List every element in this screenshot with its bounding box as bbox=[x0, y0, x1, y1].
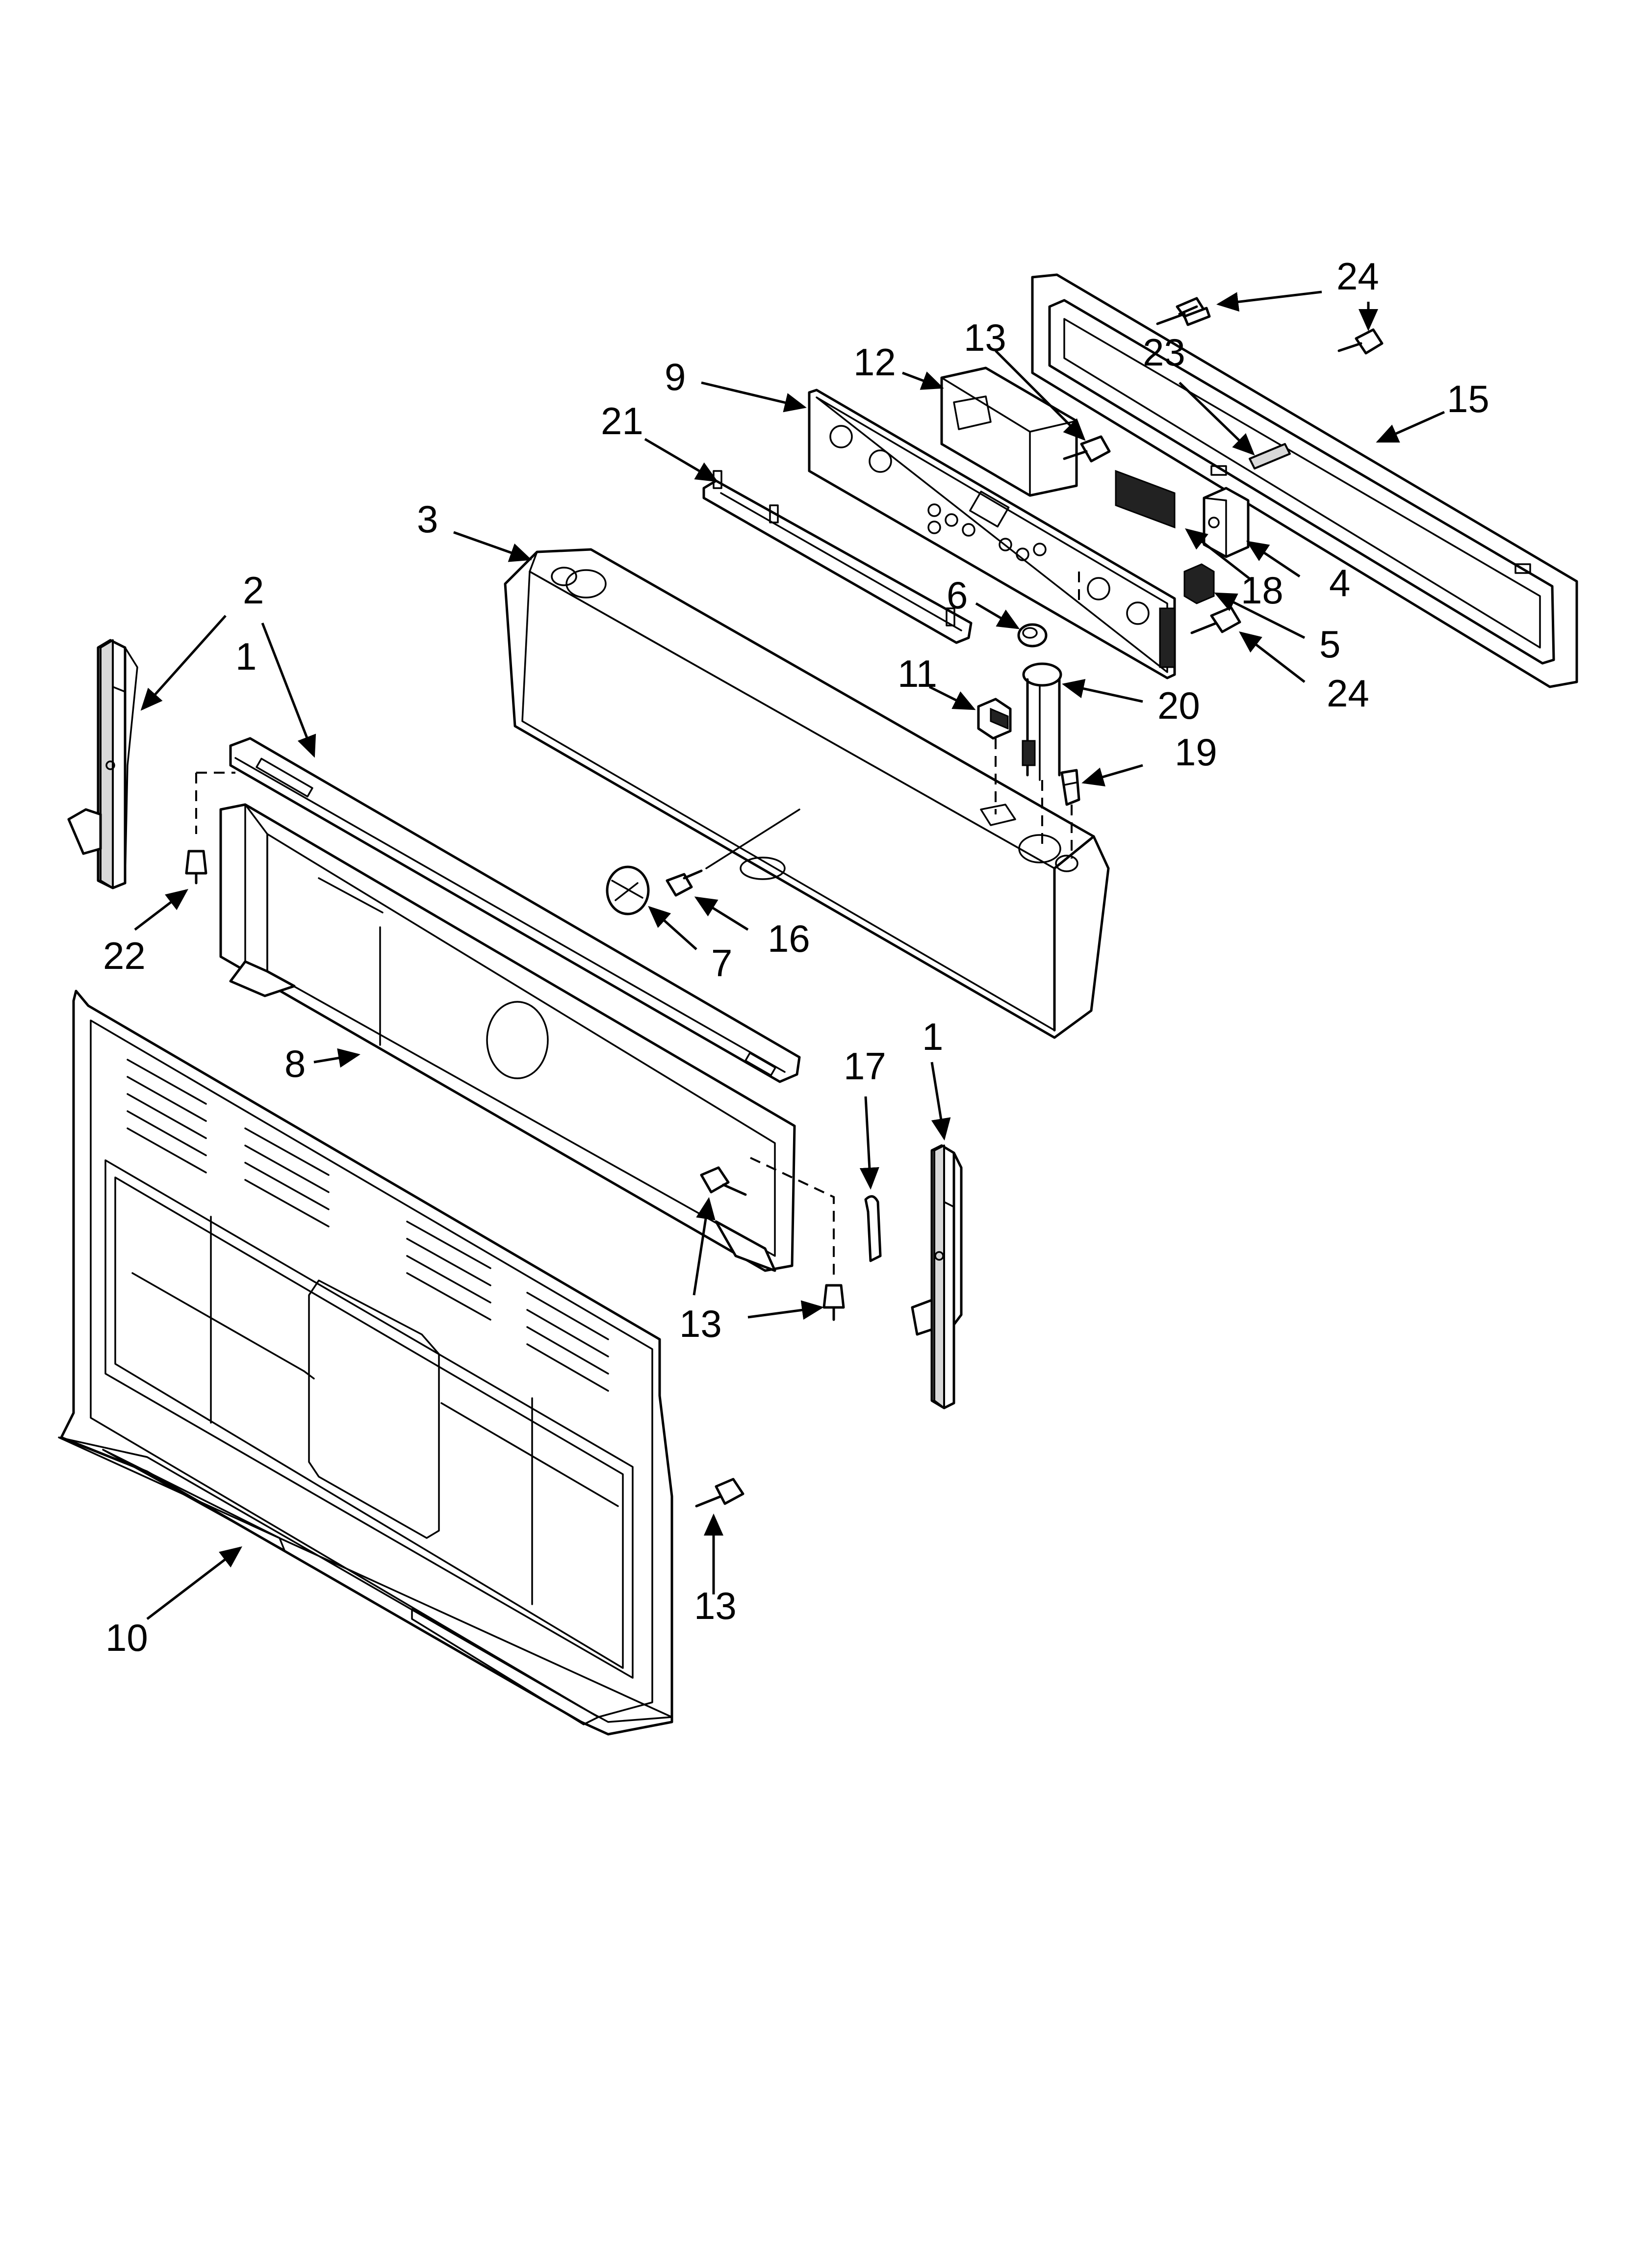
callout-13-mid-a: 13 bbox=[679, 1302, 722, 1345]
leader-13-mid bbox=[750, 1157, 835, 1276]
callout-labels: 24 15 23 13 12 9 21 3 4 18 6 5 24 11 20 … bbox=[103, 255, 1489, 1659]
part-1-side-bracket-right bbox=[911, 1144, 963, 1409]
part-24-screw-top-a bbox=[1156, 297, 1211, 326]
callout-1-right: 1 bbox=[922, 1015, 943, 1058]
callout-arrows bbox=[134, 290, 1445, 1620]
part-4-switch bbox=[1203, 487, 1250, 558]
part-2-support-rail bbox=[229, 737, 801, 1083]
callout-19: 19 bbox=[1175, 730, 1217, 774]
callout-17: 17 bbox=[844, 1044, 886, 1088]
part-11-switch bbox=[977, 698, 1012, 740]
callout-6: 6 bbox=[947, 574, 968, 617]
part-5-relay bbox=[1183, 563, 1215, 604]
part-10-rear-panel bbox=[58, 990, 673, 1736]
callout-12: 12 bbox=[853, 340, 896, 384]
callout-13-bottom: 13 bbox=[694, 1584, 737, 1627]
part-16-screw bbox=[666, 808, 800, 897]
part-13-screw-mid-b bbox=[822, 1284, 845, 1321]
part-8-support-panel bbox=[219, 803, 796, 1272]
callout-2: 2 bbox=[243, 569, 264, 612]
part-6-cap bbox=[1017, 623, 1048, 648]
part-19-indicator bbox=[1060, 769, 1080, 806]
part-23-clip bbox=[1249, 443, 1291, 469]
part-13-screw-bottom bbox=[695, 1478, 744, 1508]
part-13-screw-mid-a bbox=[700, 1166, 747, 1196]
callout-7: 7 bbox=[711, 941, 732, 985]
callout-5: 5 bbox=[1319, 623, 1340, 666]
callout-15: 15 bbox=[1447, 377, 1489, 420]
callout-10: 10 bbox=[105, 1616, 148, 1659]
callout-21: 21 bbox=[601, 399, 643, 443]
part-15-trim-frame bbox=[1031, 273, 1578, 688]
callout-11: 11 bbox=[898, 652, 937, 695]
callout-24-right: 24 bbox=[1327, 672, 1369, 715]
callout-22: 22 bbox=[103, 934, 146, 977]
callout-3: 3 bbox=[417, 497, 438, 541]
part-24-screw-right bbox=[1190, 606, 1241, 634]
part-22-screw bbox=[185, 850, 207, 885]
callout-18: 18 bbox=[1241, 569, 1283, 612]
callout-24-top: 24 bbox=[1336, 255, 1379, 298]
part-7-knob bbox=[606, 865, 650, 915]
callout-9: 9 bbox=[665, 355, 686, 398]
callout-20: 20 bbox=[1157, 684, 1200, 727]
part-20-thermostat bbox=[1022, 662, 1062, 781]
callout-16: 16 bbox=[768, 917, 810, 960]
part-3-console bbox=[504, 548, 1110, 1039]
callout-4: 4 bbox=[1329, 561, 1350, 604]
part-9-control-panel bbox=[808, 389, 1176, 679]
part-24-screw-top-b bbox=[1337, 328, 1384, 355]
part-17-clip bbox=[864, 1195, 882, 1262]
callout-8: 8 bbox=[284, 1042, 306, 1085]
callout-23: 23 bbox=[1143, 331, 1185, 374]
part-1-side-bracket-left bbox=[67, 639, 138, 889]
callout-13-top: 13 bbox=[964, 316, 1006, 359]
part-18-lens bbox=[1115, 469, 1176, 529]
callout-1-left: 1 bbox=[235, 635, 257, 678]
part-13-screw-top bbox=[1063, 435, 1111, 463]
